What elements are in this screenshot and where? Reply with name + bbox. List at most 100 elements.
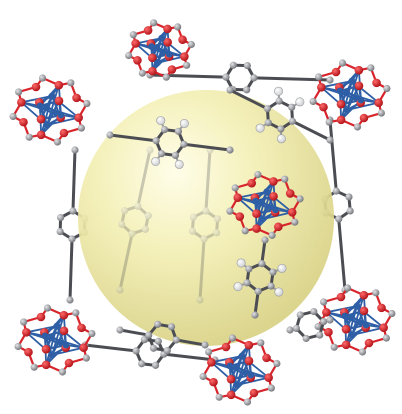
carbon-atom: [171, 151, 180, 159]
carbon-atom: [261, 236, 269, 244]
oxygen-atom: [324, 327, 333, 337]
hydrogen-atom: [255, 123, 265, 133]
oxygen-atom: [41, 344, 51, 354]
oxygen-atom: [207, 358, 216, 367]
bond: [328, 118, 338, 193]
oxygen-atom: [19, 117, 28, 127]
oxygen-atom: [374, 98, 383, 107]
carbon-atom: [183, 61, 191, 69]
carbon-atom: [9, 112, 17, 121]
oxygen-atom: [59, 310, 69, 320]
carbon-atom: [215, 393, 223, 401]
oxygen-atom: [252, 224, 261, 233]
bond: [151, 37, 163, 73]
carbon-atom: [160, 126, 169, 134]
metal-atom: [247, 371, 255, 379]
bond: [182, 142, 232, 152]
carbon-atom: [326, 316, 334, 324]
carbon-atom: [296, 311, 304, 319]
carbon-atom: [388, 309, 396, 318]
carbon-atom: [172, 336, 180, 344]
metal-atom: [348, 331, 356, 339]
oxygen-atom: [143, 26, 153, 35]
oxygen-atom: [341, 324, 351, 334]
carbon-atom: [174, 127, 183, 135]
carbon-atom: [273, 359, 281, 368]
bond: [118, 232, 134, 292]
carbon-atom: [154, 337, 162, 345]
bond: [68, 237, 74, 302]
carbon-atom: [15, 88, 23, 96]
carbon-atom: [245, 265, 253, 273]
metal-atom: [272, 206, 279, 214]
carbon-atom: [200, 235, 208, 243]
oxygen-atom: [36, 312, 46, 322]
hydrogen-atom: [274, 287, 284, 297]
carbon-atom: [320, 298, 328, 306]
oxygen-atom: [41, 360, 51, 370]
carbon-atom: [82, 354, 90, 362]
carbon-atom: [138, 360, 146, 368]
bond: [346, 69, 360, 111]
carbon-atom: [118, 220, 126, 228]
oxygen-atom: [133, 56, 142, 65]
oxygen-atom: [249, 388, 259, 398]
carbon-atom: [325, 118, 333, 126]
bond: [162, 352, 217, 362]
carbon-atom: [116, 286, 124, 294]
oxygen-atom: [372, 78, 381, 88]
hydrogen-atom: [151, 156, 161, 166]
carbon-atom: [38, 74, 47, 82]
carbon-atom: [345, 193, 353, 201]
metal-atom: [238, 352, 246, 360]
carbon-atom: [121, 207, 129, 215]
metal-atom: [148, 43, 155, 50]
bond: [261, 180, 275, 221]
oxygen-atom: [74, 113, 83, 122]
bond: [51, 314, 65, 356]
oxygen-atom: [359, 113, 369, 123]
carbon-atom: [315, 73, 323, 81]
metal-atom: [48, 351, 56, 359]
carbon-atom: [83, 99, 91, 108]
carbon-atom: [367, 64, 375, 72]
metal-atom: [348, 77, 356, 85]
carbon-atom: [316, 331, 324, 339]
oxygen-atom: [359, 306, 369, 316]
carbon-atom: [154, 320, 162, 328]
hydrogen-atom: [277, 263, 287, 273]
carbon-atom: [338, 59, 347, 67]
metal-atom: [48, 92, 56, 100]
metal-atom: [353, 302, 361, 310]
oxygen-atom: [269, 191, 278, 201]
bond: [83, 343, 138, 353]
oxygen-atom: [131, 39, 140, 48]
metal-atom: [357, 96, 365, 104]
carbon-atom: [53, 138, 62, 146]
bond: [108, 133, 158, 143]
oxygen-atom: [331, 67, 341, 77]
carbon-atom: [213, 215, 222, 223]
carbon-atom: [125, 51, 133, 60]
bond: [136, 148, 152, 208]
carbon-atom: [251, 311, 259, 319]
carbon-atom: [243, 398, 252, 406]
carbon-atom: [330, 343, 338, 351]
carbon-atom: [14, 342, 22, 351]
carbon-atom: [326, 136, 334, 144]
oxygen-atom: [336, 292, 346, 302]
ghost-linkers: [116, 146, 222, 304]
oxygen-atom: [354, 65, 364, 75]
oxygen-atom: [178, 35, 187, 44]
carbon-atom: [243, 61, 251, 70]
bond: [118, 328, 151, 337]
carbon-atom: [71, 146, 79, 154]
metal-atom: [343, 106, 351, 114]
carbon-atom: [56, 227, 64, 236]
carbon-atom: [243, 279, 251, 287]
hydrogen-atom: [295, 97, 305, 107]
carbon-atom: [162, 73, 170, 81]
bond: [337, 217, 347, 292]
carbon-atom: [296, 195, 304, 203]
